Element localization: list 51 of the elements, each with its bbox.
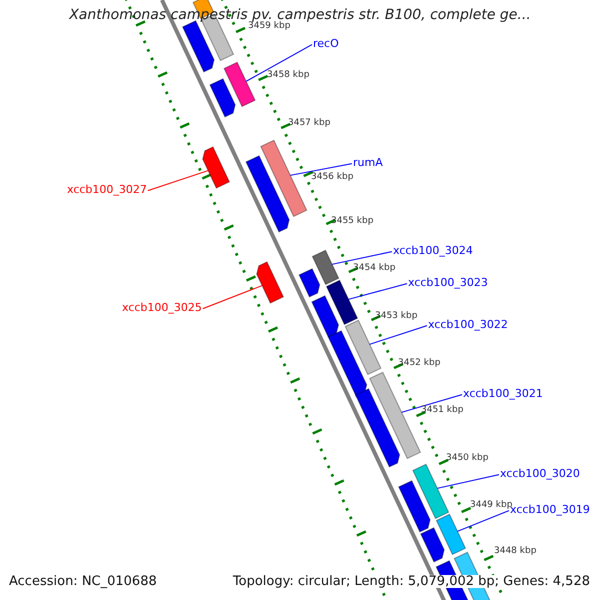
scale-label: 3458 kbp	[267, 71, 310, 80]
gene-bar	[223, 62, 256, 108]
gene-bar	[260, 140, 308, 218]
leader-line	[348, 283, 408, 300]
scale-label: 3452 kbp	[398, 359, 440, 368]
scale-label: 3455 kbp	[331, 217, 374, 226]
leader-line	[290, 163, 352, 176]
gene-bar	[344, 320, 382, 376]
leader-line	[147, 170, 209, 192]
scale-label: 3457 kbp	[288, 119, 330, 128]
gene-label: rumA	[353, 157, 383, 168]
gene-bar	[326, 280, 358, 326]
leader-line	[332, 251, 392, 265]
leader-line	[457, 510, 510, 532]
leader-line	[401, 394, 462, 413]
scale-label: 3456 kbp	[311, 173, 354, 182]
gene-label: xccb100_3027	[67, 184, 147, 195]
scale-label: 3459 kbp	[248, 22, 290, 31]
scale-label: 3453 kbp	[375, 312, 418, 321]
leader-line	[436, 474, 500, 489]
gene-label: xccb100_3024	[393, 245, 473, 256]
gene-bar	[369, 372, 422, 460]
gene-label: xccb100_3021	[463, 388, 543, 399]
accession-text: Accession: NC_010688	[9, 575, 157, 588]
gene-bar	[420, 527, 445, 563]
genome-info-text: Topology: circular; Length: 5,079,002 bp; Genes: 4,528	[232, 575, 590, 588]
gene-bar	[436, 514, 466, 556]
leader-line	[202, 285, 263, 310]
gene-label: xccb100_3022	[428, 319, 508, 330]
gene-bar	[245, 155, 290, 233]
gene-label: xccb100_3025	[122, 302, 202, 313]
gene-bar	[398, 480, 431, 533]
scale-label: 3451 kbp	[421, 406, 464, 415]
gene-bar	[202, 146, 230, 189]
gene-label: xccb100_3020	[500, 468, 580, 479]
gene-bar	[311, 295, 340, 338]
scale-label: 3450 kbp	[446, 454, 488, 463]
gene-bar	[209, 78, 236, 118]
gene-bar	[298, 268, 320, 298]
gene-label: xccb100_3019	[510, 504, 590, 515]
gene-bar	[354, 388, 400, 468]
scale-label: 3449 kbp	[470, 501, 512, 510]
gene-bar	[182, 20, 215, 73]
leader-line	[246, 44, 312, 82]
scale-label: 3454 kbp	[353, 264, 396, 273]
gene-bar	[256, 261, 284, 304]
gene-bar	[312, 250, 340, 286]
gene-bar	[412, 464, 450, 520]
scale-label: 3448 kbp	[494, 547, 536, 556]
gene-label: xccb100_3023	[408, 277, 488, 288]
gene-label: recO	[313, 38, 339, 49]
